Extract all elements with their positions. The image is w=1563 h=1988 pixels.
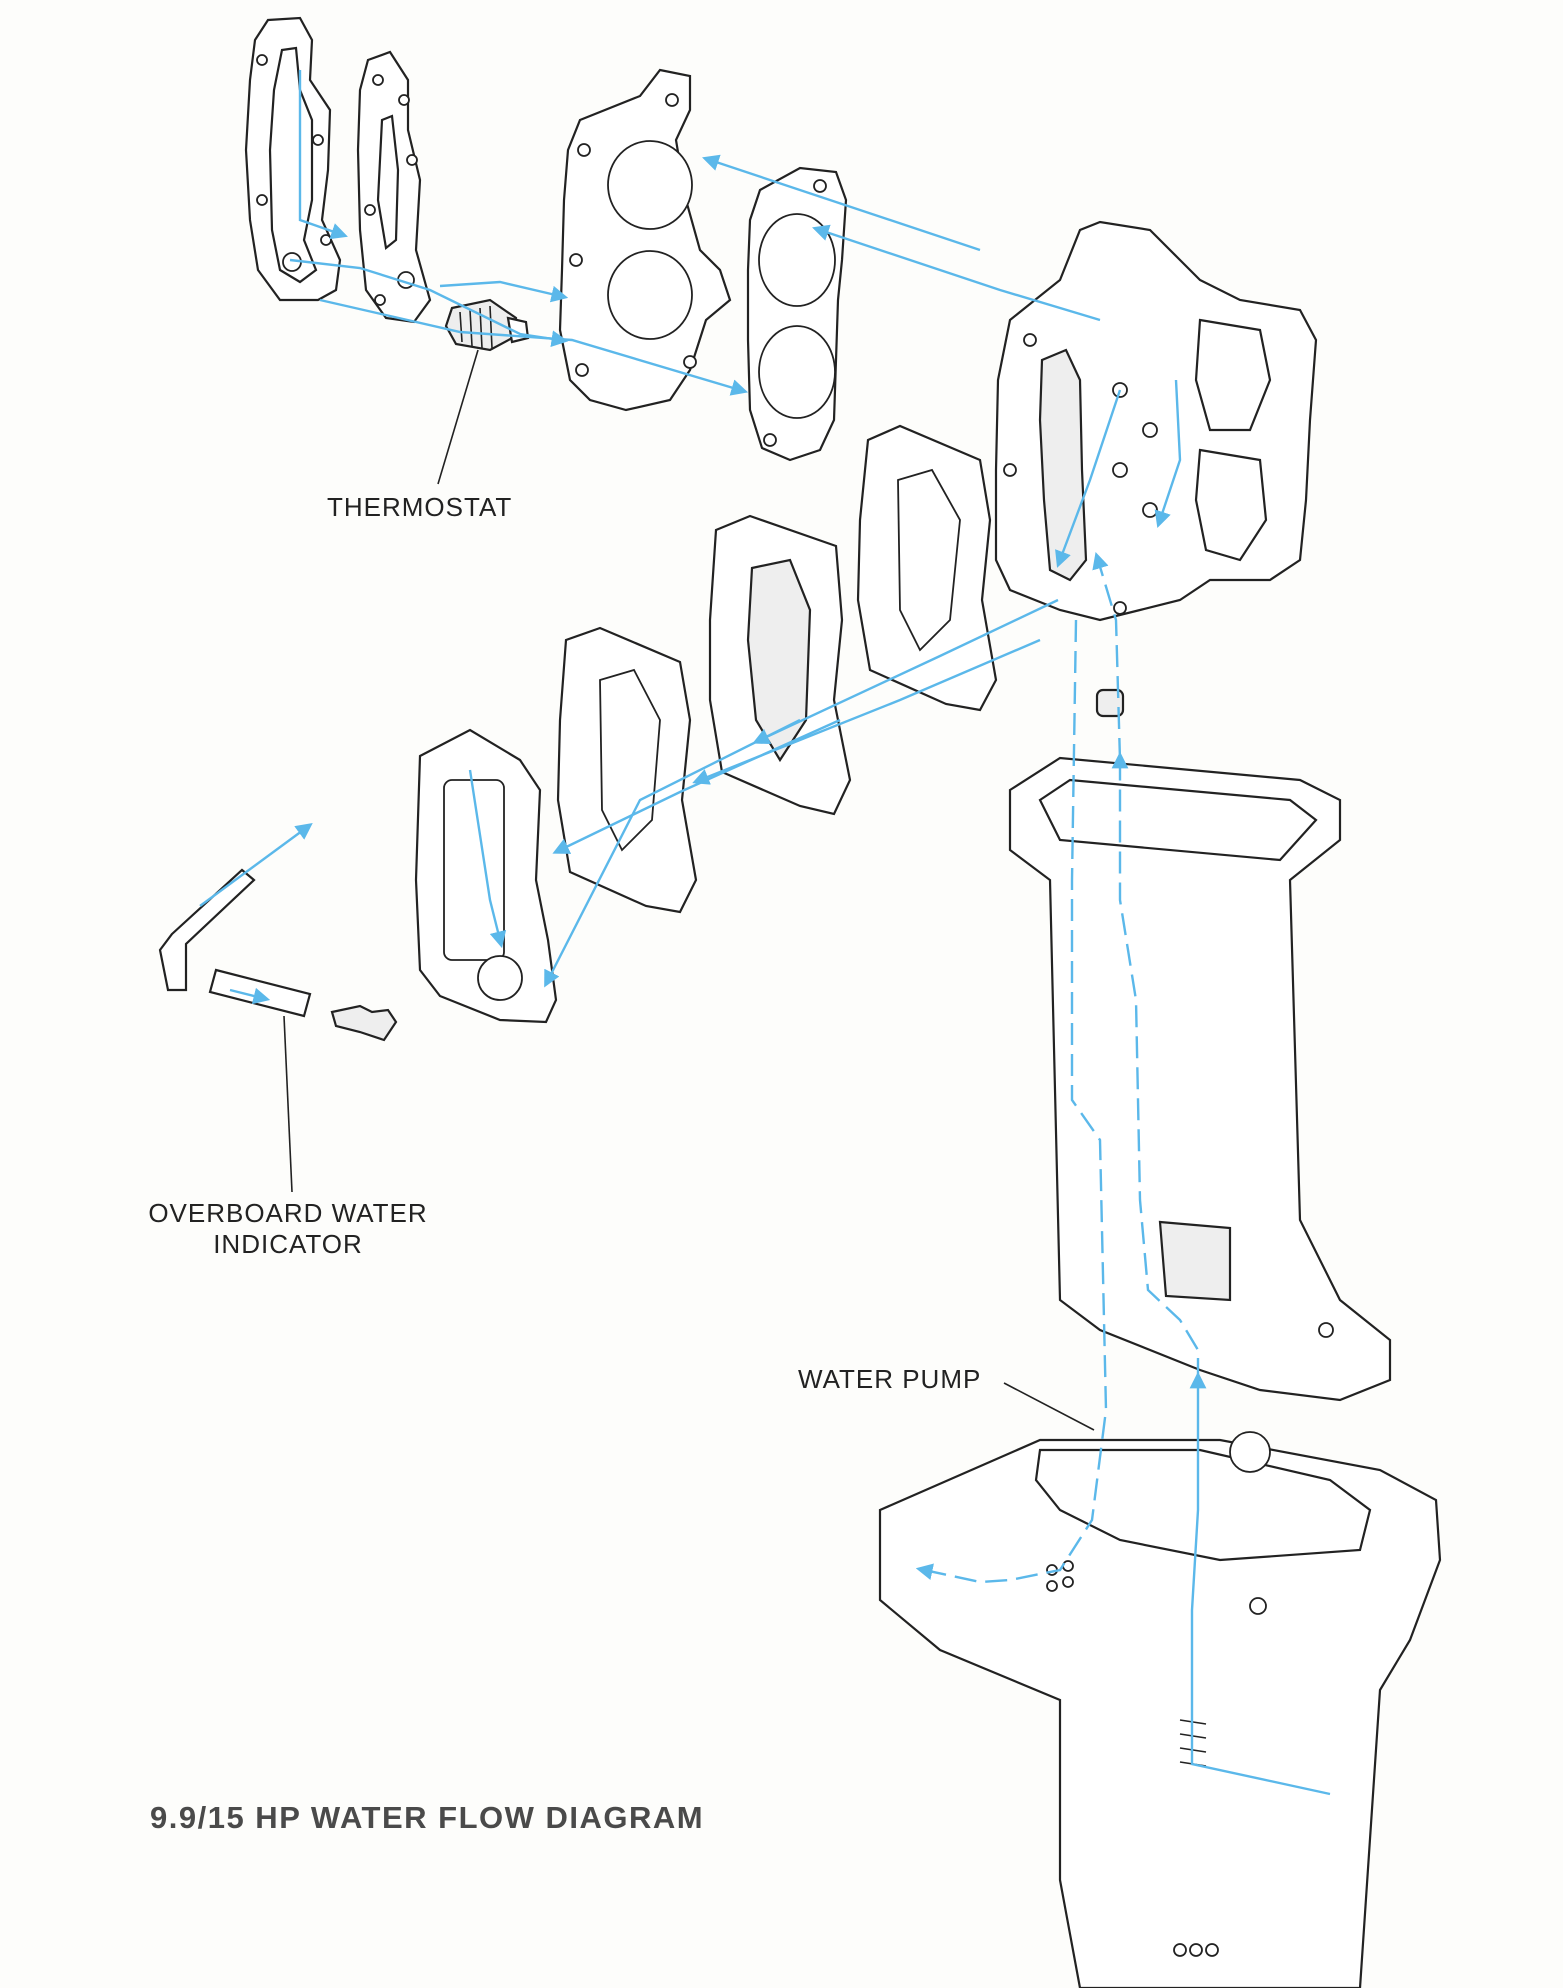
thermostat-part [444,298,530,352]
overboard-hose [158,868,398,1042]
exhaust-gasket-2 [556,626,698,914]
diagram-title: 9.9/15 HP WATER FLOW DIAGRAM [150,1800,705,1835]
cylinder-head [558,68,732,412]
cylinder-block [994,220,1318,622]
exhaust-cover [708,514,852,816]
overboard-indicator-label: OVERBOARD WATER INDICATOR [138,1198,438,1260]
gearcase [878,1431,1442,1988]
cylinder-head-gasket [746,166,848,462]
exhaust-housing [1008,756,1392,1402]
water-flow-paths [199,70,1331,1796]
callout-leaders [283,349,1095,1431]
overboard-indicator-label-line1: OVERBOARD WATER [148,1198,428,1228]
head-cover [244,16,342,302]
head-gasket [356,50,432,324]
water-pump-label: WATER PUMP [798,1364,982,1394]
overboard-indicator-label-line2: INDICATOR [213,1229,363,1259]
exhaust-gasket-1 [856,424,998,712]
grommet [1095,688,1125,718]
thermostat-label: THERMOSTAT [327,492,513,522]
